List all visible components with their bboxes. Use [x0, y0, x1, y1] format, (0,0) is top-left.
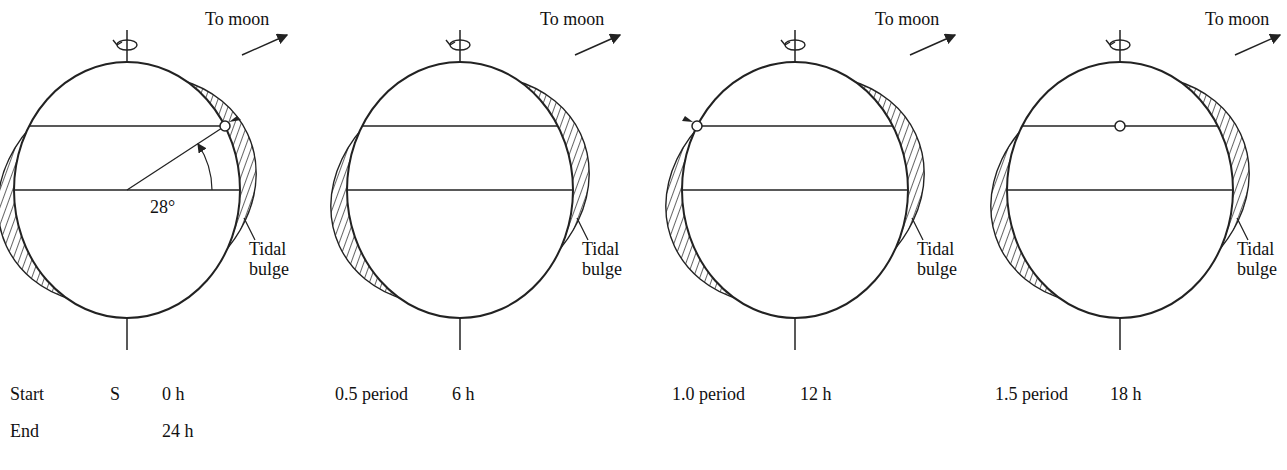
time-label: S	[110, 385, 120, 405]
bulge-label: Tidal bulge	[1237, 240, 1283, 280]
time-label: 24 h	[162, 422, 194, 442]
period-label: 1.0 period	[672, 385, 745, 405]
time-label: Start	[10, 385, 44, 405]
time-label: 0 h	[162, 385, 185, 405]
time-label: 18 h	[1110, 385, 1142, 405]
moon-label: To moon	[1205, 10, 1269, 30]
angle-label: 28°	[150, 198, 175, 218]
bulge-label: Tidal bulge	[249, 240, 295, 280]
time-label: End	[10, 422, 39, 442]
bulge-label: Tidal bulge	[917, 240, 963, 280]
period-label: 1.5 period	[995, 385, 1068, 405]
period-label: 0.5 period	[335, 385, 408, 405]
time-label: 6 h	[452, 385, 475, 405]
moon-label: To moon	[875, 10, 939, 30]
moon-label: To moon	[205, 10, 269, 30]
time-label: 12 h	[800, 385, 832, 405]
bulge-label: Tidal bulge	[582, 240, 628, 280]
moon-label: To moon	[540, 10, 604, 30]
